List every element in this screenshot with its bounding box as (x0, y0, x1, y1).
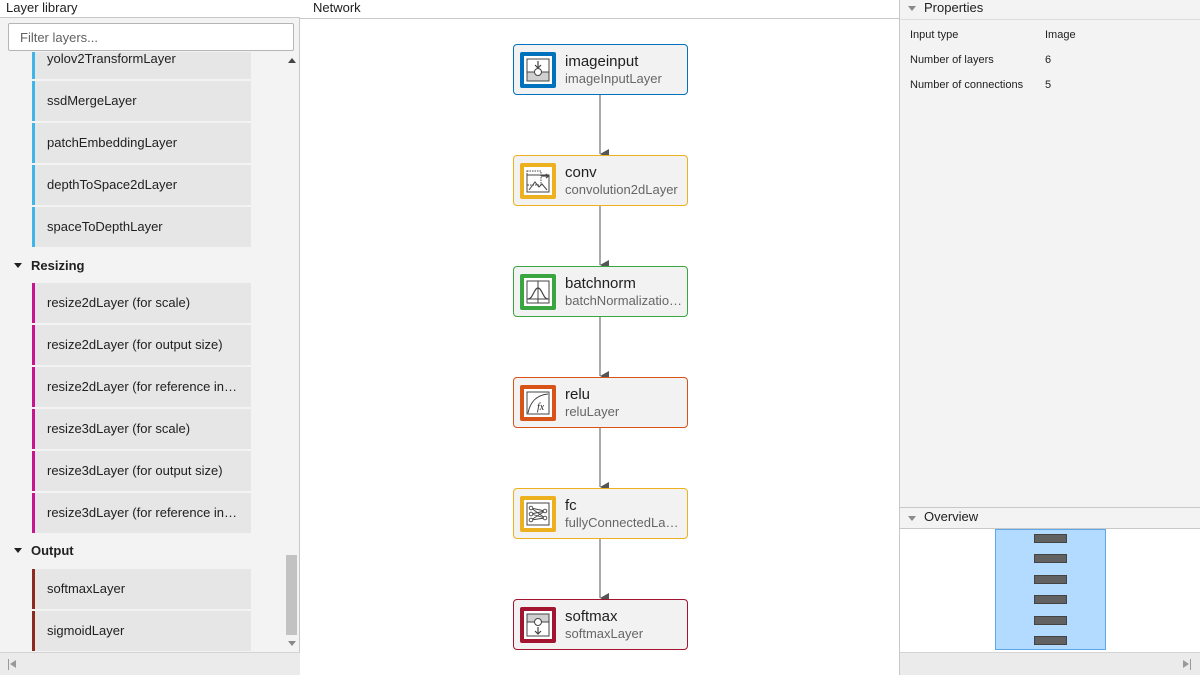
image-input-icon (520, 52, 556, 88)
library-item-resize2d-output-size[interactable]: resize2dLayer (for output size) (32, 325, 251, 365)
node-name: conv (565, 164, 597, 181)
network-node-conv[interactable]: conv convolution2dLayer (513, 155, 688, 206)
properties-title: Properties (924, 0, 984, 15)
relu-function-icon: fx (520, 385, 556, 421)
library-section-label: Output (31, 543, 74, 558)
library-horizontal-scrollbar[interactable] (0, 652, 300, 675)
node-type: reluLayer (565, 404, 620, 419)
library-item-spacetodepthlayer[interactable]: spaceToDepthLayer (32, 207, 251, 247)
property-key: Number of layers (910, 54, 994, 66)
network-title: Network (300, 0, 899, 19)
overview-viewport-frame[interactable] (995, 529, 1106, 650)
network-node-softmax[interactable]: softmax softmaxLayer (513, 599, 688, 650)
network-node-relu[interactable]: fx relu reluLayer (513, 377, 688, 428)
layer-library-panel: Layer library yolov2TransformLayer ssdMe… (0, 0, 300, 675)
layer-library-title: Layer library (0, 0, 300, 18)
overview-node-marker (1034, 575, 1067, 584)
overview-node-marker (1034, 534, 1067, 543)
right-panel: Properties Input type Image Number of la… (900, 0, 1200, 675)
library-section-label: Resizing (31, 258, 85, 273)
node-name: batchnorm (565, 275, 636, 292)
convolution-icon (520, 163, 556, 199)
node-type: convolution2dLayer (565, 182, 678, 197)
node-name: imageinput (565, 53, 639, 70)
overview-node-marker (1034, 595, 1067, 604)
library-item-resize2d-scale[interactable]: resize2dLayer (for scale) (32, 283, 251, 323)
library-item-yolov2transformlayer[interactable]: yolov2TransformLayer (32, 52, 251, 79)
chevron-down-icon (14, 548, 22, 553)
chevron-down-icon (14, 263, 22, 268)
batch-normalization-icon (520, 274, 556, 310)
library-item-resize3d-scale[interactable]: resize3dLayer (for scale) (32, 409, 251, 449)
node-name: relu (565, 386, 591, 403)
library-scroll-thumb[interactable] (286, 555, 297, 635)
library-item-ssdmergelayer[interactable]: ssdMergeLayer (32, 81, 251, 121)
node-type: softmaxLayer (565, 626, 644, 641)
scroll-to-end-icon[interactable] (1181, 659, 1191, 670)
property-value: 5 (1045, 79, 1052, 91)
network-canvas-panel[interactable]: Network imageinput imageInputLayer (300, 0, 900, 675)
library-item-softmaxlayer[interactable]: softmaxLayer (32, 569, 251, 609)
node-type: batchNormalizationLayer (565, 293, 683, 308)
overview-header[interactable]: Overview (900, 507, 1200, 529)
library-item-resize3d-reference-input[interactable]: resize3dLayer (for reference input) (32, 493, 251, 533)
layer-library-list-viewport: yolov2TransformLayer ssdMergeLayer patch… (0, 52, 284, 652)
properties-body: Input type Image Number of layers 6 Numb… (900, 20, 1200, 507)
softmax-output-icon (520, 607, 556, 643)
library-item-resize3d-output-size[interactable]: resize3dLayer (for output size) (32, 451, 251, 491)
property-value: 6 (1045, 54, 1052, 66)
node-type: imageInputLayer (565, 71, 662, 86)
overview-node-marker (1034, 616, 1067, 625)
right-horizontal-scrollbar[interactable] (900, 652, 1200, 675)
scroll-up-arrow-icon[interactable] (288, 58, 296, 63)
library-item-resize2d-reference-input[interactable]: resize2dLayer (for reference input) (32, 367, 251, 407)
library-item-patchembeddinglayer[interactable]: patchEmbeddingLayer (32, 123, 251, 163)
overview-node-marker (1034, 554, 1067, 563)
overview-title: Overview (924, 509, 979, 524)
property-value: Image (1045, 29, 1076, 41)
properties-header[interactable]: Properties (900, 0, 1200, 20)
node-name: fc (565, 497, 577, 514)
node-name: softmax (565, 608, 618, 625)
library-vertical-scrollbar[interactable] (284, 52, 299, 652)
library-section-resizing[interactable]: Resizing (14, 256, 84, 276)
library-item-sigmoidlayer[interactable]: sigmoidLayer (32, 611, 251, 651)
network-connections (599, 95, 609, 603)
network-node-imageinput[interactable]: imageinput imageInputLayer (513, 44, 688, 95)
filter-layers-input[interactable] (8, 23, 294, 51)
scroll-to-start-icon[interactable] (8, 659, 18, 670)
svg-text:fx: fx (537, 402, 545, 413)
overview-body[interactable] (900, 529, 1200, 652)
library-section-output[interactable]: Output (14, 541, 74, 561)
scroll-down-arrow-icon[interactable] (288, 641, 296, 646)
property-key: Input type (910, 29, 959, 41)
property-key: Number of connections (910, 79, 1024, 91)
fully-connected-icon (520, 496, 556, 532)
chevron-down-icon[interactable] (908, 516, 916, 521)
network-node-batchnorm[interactable]: batchnorm batchNormalizationLayer (513, 266, 688, 317)
network-node-fc[interactable]: fc fullyConnectedLayer (513, 488, 688, 539)
library-item-depthtospace2dlayer[interactable]: depthToSpace2dLayer (32, 165, 251, 205)
overview-node-marker (1034, 636, 1067, 645)
chevron-down-icon[interactable] (908, 6, 916, 11)
node-type: fullyConnectedLayer (565, 515, 683, 530)
